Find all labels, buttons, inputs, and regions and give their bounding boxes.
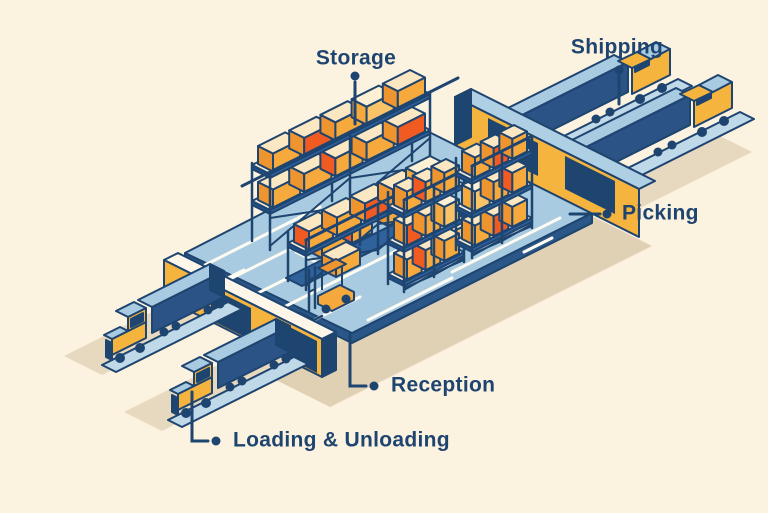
storage-label: Storage bbox=[315, 46, 397, 70]
forklift bbox=[298, 258, 355, 322]
dock-door-right-2 bbox=[565, 156, 615, 214]
reception-label: Reception bbox=[391, 373, 496, 397]
loading-unloading-label: Loading & Unloading bbox=[233, 428, 450, 452]
shipping-pointer bbox=[614, 65, 624, 106]
forklift-body bbox=[317, 284, 355, 312]
storage-rack-back bbox=[240, 69, 460, 252]
picking-pointer bbox=[568, 209, 612, 219]
reception-pointer bbox=[348, 332, 379, 391]
forklift-roof bbox=[317, 258, 347, 274]
loading-pointer bbox=[190, 390, 221, 446]
shipping-label: Shipping bbox=[570, 35, 664, 59]
callout-pointers bbox=[190, 65, 624, 446]
storage-pointer bbox=[350, 71, 360, 126]
picking-racks bbox=[386, 124, 534, 294]
picking-label: Picking bbox=[622, 201, 699, 225]
